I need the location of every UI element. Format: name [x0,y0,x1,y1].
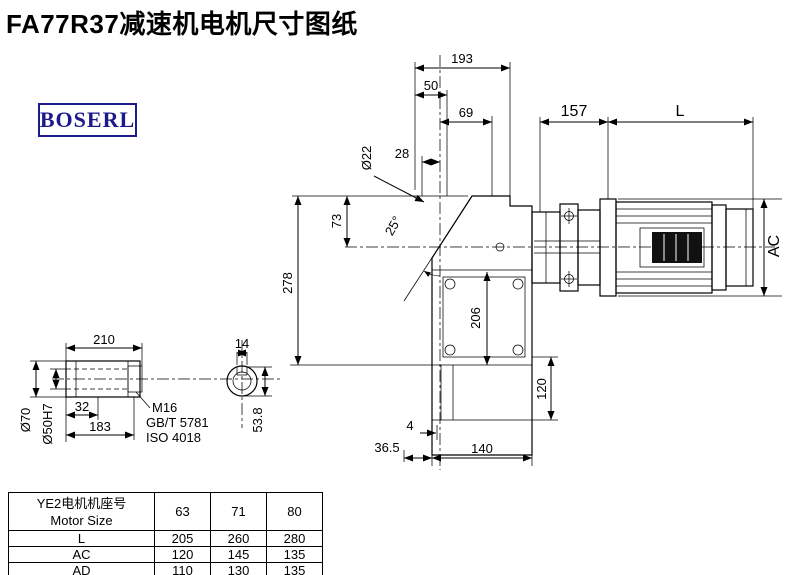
value-AC-80: 135 [266,546,323,563]
dimension-lines [294,64,768,462]
value-L-80: 280 [266,530,323,547]
header-motor-size-cell: YE2电机机座号 Motor Size [8,492,155,531]
dim-L: L [676,103,685,120]
value-L-63: 205 [154,530,211,547]
extension-lines [290,62,782,466]
table-row-AD: AD 110 130 135 [8,562,323,575]
table-header-row: YE2电机机座号 Motor Size 63 71 80 [8,492,323,531]
dim-73: 73 [329,214,344,228]
row-label-AC: AC [8,546,155,563]
page-title: FA77R37减速机电机尺寸图纸 [6,9,358,39]
dim-157: 157 [561,103,588,120]
motor-adapter [531,203,601,292]
dim-phi70: Ø70 [18,408,33,433]
value-L-71: 260 [210,530,267,547]
boserl-logo-box: BOSERL [38,103,137,137]
dim-120: 120 [534,378,549,400]
value-AD-63: 110 [154,562,211,575]
value-AD-80: 135 [266,562,323,575]
dim-206: 206 [468,307,483,329]
size-80: 80 [266,492,323,531]
value-AC-71: 145 [210,546,267,563]
motor-size-table: YE2电机机座号 Motor Size 63 71 80 L 205 260 2… [8,492,323,575]
size-63: 63 [154,492,211,531]
dim-36-5: 36.5 [374,440,399,455]
label-gbt-5781: GB/T 5781 [146,415,209,430]
dim-69: 69 [459,105,473,120]
value-AC-63: 120 [154,546,211,563]
dim-phi50h7: Ø50H7 [40,403,55,444]
size-71: 71 [210,492,267,531]
dim-28: 28 [395,146,409,161]
table-row-L: L 205 260 280 [8,530,323,547]
label-m16: M16 [152,400,177,415]
value-AD-71: 130 [210,562,267,575]
header-motor-size-cn: YE2电机机座号 [36,495,127,511]
dim-183: 183 [89,419,111,434]
row-label-AD: AD [8,562,155,575]
dim-278: 278 [280,272,295,294]
dim-phi22: Ø22 [359,146,374,171]
dim-210: 210 [93,332,115,347]
shaft-detail-end-view [226,349,272,397]
dim-193: 193 [451,51,473,66]
shaft-detail-side-view [30,343,151,442]
label-iso-4018: ISO 4018 [146,430,201,445]
motor-body [599,198,754,297]
boserl-logo-text: BOSERL [39,107,136,132]
dim-53-8: 53.8 [250,407,265,432]
dim-32: 32 [75,399,89,414]
dim-AC: AC [766,235,783,257]
dim-140: 140 [471,441,493,456]
row-label-L: L [8,530,155,547]
dim-50: 50 [424,78,438,93]
dim-14: 14 [235,336,249,351]
header-motor-size-en: Motor Size [50,512,113,528]
dim-angle-25: 25° [382,213,405,238]
table-row-AC: AC 120 145 135 [8,546,323,563]
dim-4: 4 [406,418,413,433]
